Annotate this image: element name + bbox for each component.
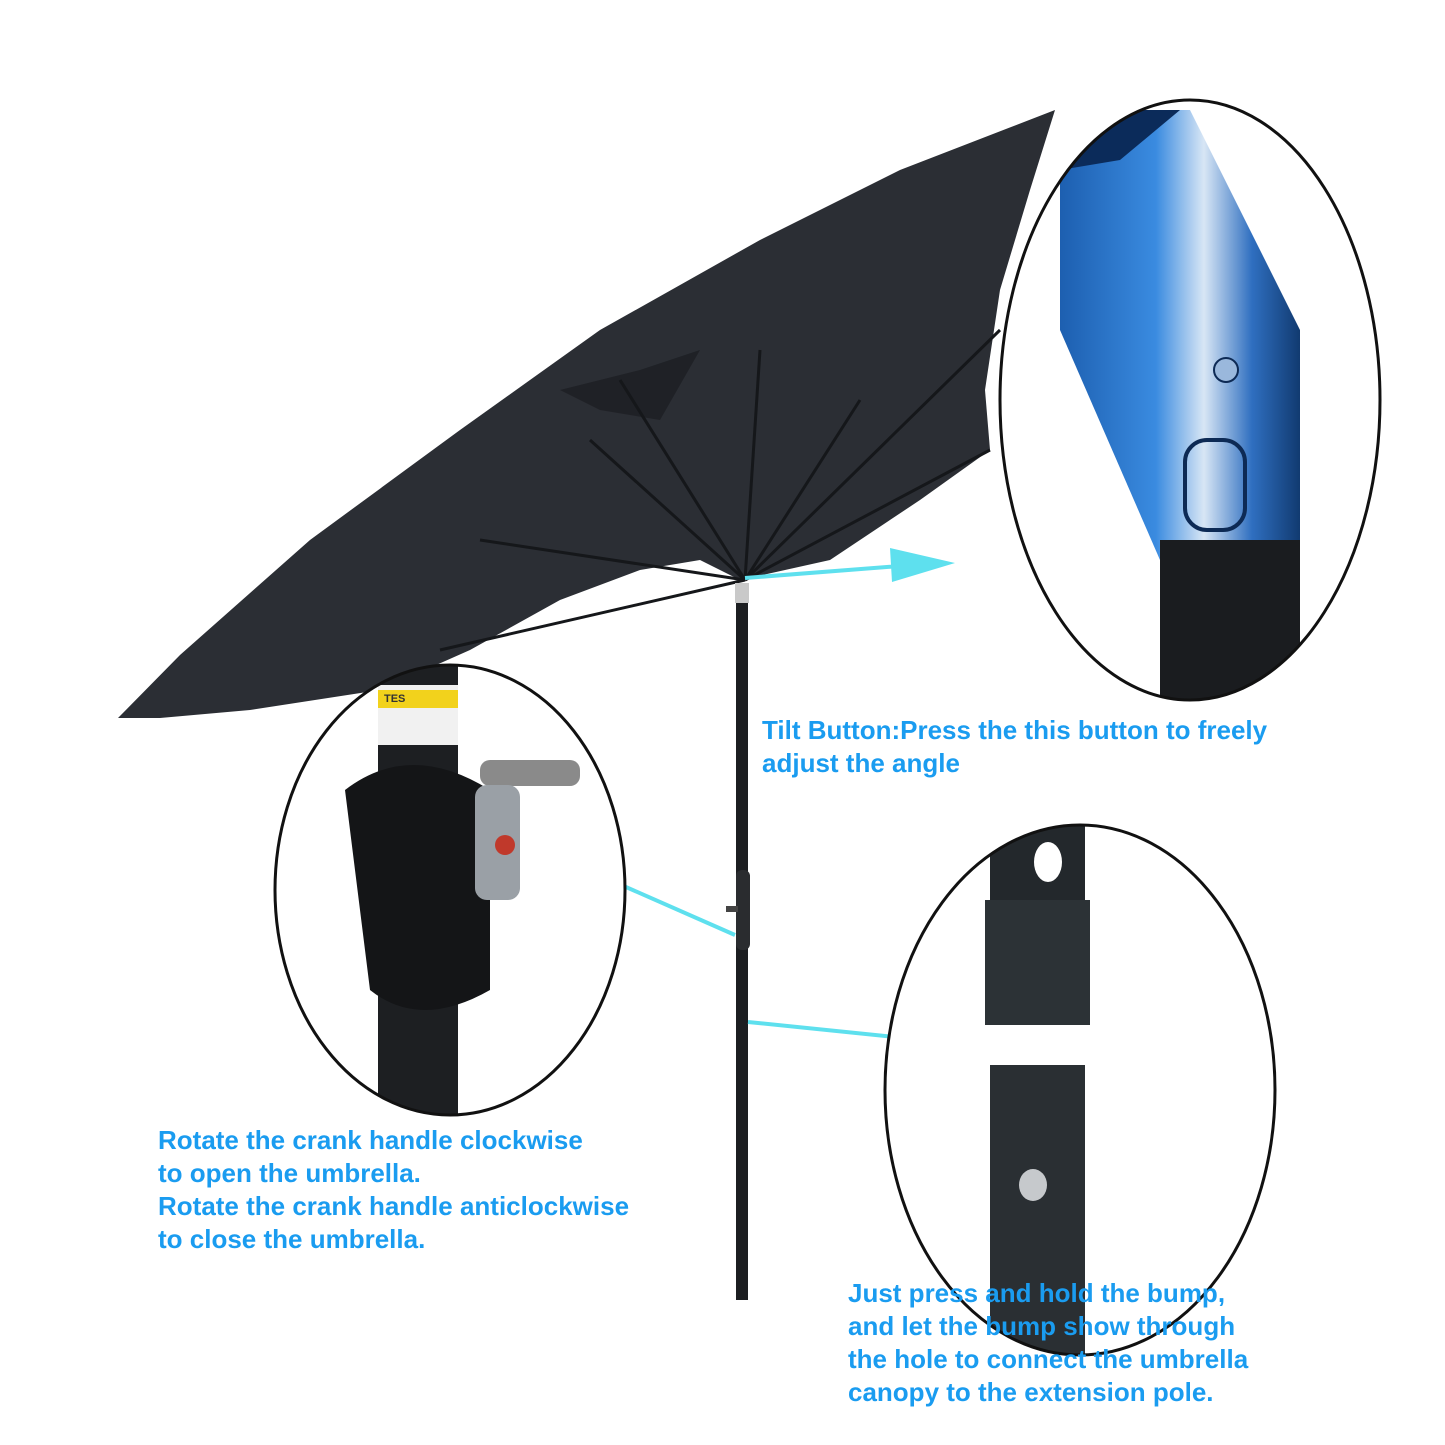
crank-handle-caption: Rotate the crank handle clockwise to ope… (158, 1125, 630, 1254)
extension-detail-ellipse (883, 823, 1277, 1357)
tilt-detail-ellipse (998, 98, 1382, 702)
extension-pole-caption: Just press and hold the bump, and let th… (848, 1278, 1249, 1407)
umbrella-canopy (118, 110, 1055, 718)
sticker-title: TES (384, 693, 406, 705)
tilt-button-caption: Tilt Button:Press the this button to fre… (762, 715, 1268, 778)
umbrella-pole (726, 583, 750, 1300)
crank-detail-ellipse (273, 663, 627, 1117)
